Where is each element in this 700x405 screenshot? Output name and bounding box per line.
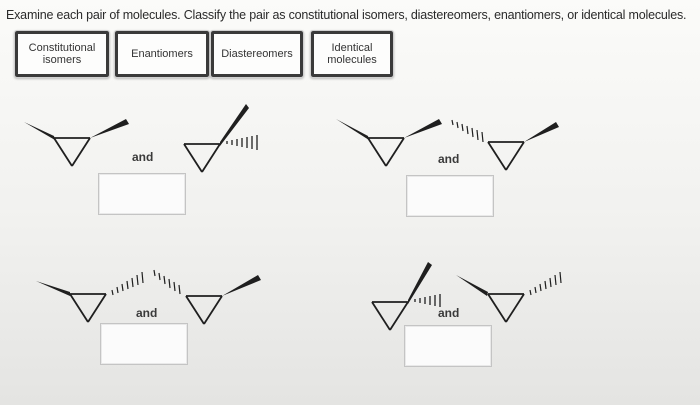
pair4-left-molecule-icon [371, 262, 441, 331]
instructions-text: Examine each pair of molecules. Classify… [6, 8, 687, 22]
option-enantiomers[interactable]: Enantiomers [114, 30, 210, 78]
option-identical-molecules[interactable]: Identical molecules [310, 30, 394, 78]
answer-bank: Constitutional isomers Enantiomers Diast… [14, 30, 404, 82]
pair1-answer-dropzone[interactable] [98, 173, 186, 215]
pair4-and-label: and [438, 306, 460, 320]
pair1-and-label: and [132, 150, 154, 164]
pair1-right-molecule-icon [183, 104, 258, 173]
option-label: Constitutional isomers [28, 42, 96, 66]
pair3-and-label: and [136, 306, 158, 320]
option-diastereomers[interactable]: Diastereomers [210, 30, 304, 78]
pair1-left-molecule-icon [24, 119, 129, 167]
pair4-right-molecule-icon [456, 271, 562, 323]
pair2-and-label: and [438, 152, 460, 166]
pair3-right-molecule-icon [153, 269, 261, 325]
pair2-right-molecule-icon [451, 119, 559, 171]
option-label: Identical molecules [327, 42, 377, 66]
option-label: Enantiomers [131, 48, 193, 60]
pair3-left-molecule-icon [36, 271, 144, 323]
pair4-answer-dropzone[interactable] [404, 325, 492, 367]
pair3-answer-dropzone[interactable] [100, 323, 188, 365]
pair2-left-molecule-icon [336, 119, 442, 167]
pair2-answer-dropzone[interactable] [406, 175, 494, 217]
option-constitutional-isomers[interactable]: Constitutional isomers [14, 30, 110, 78]
option-label: Diastereomers [221, 48, 293, 60]
